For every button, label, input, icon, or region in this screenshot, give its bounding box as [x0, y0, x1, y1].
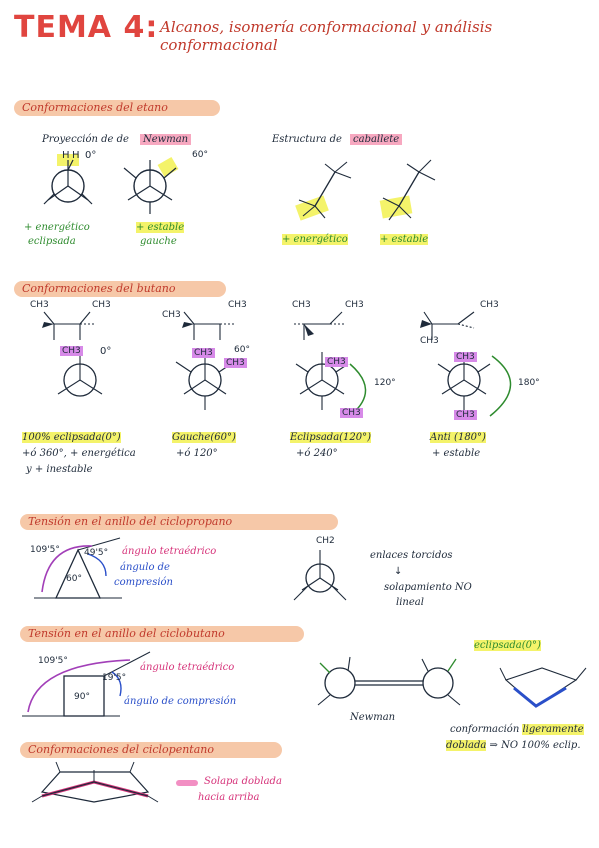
newman-label: Proyección de de [42, 134, 129, 145]
ch3-gauche: CH3 [224, 358, 247, 368]
ch3-anti: CH3 [454, 352, 477, 362]
cpt-solapa-1: Solapa doblada [204, 776, 282, 787]
ch3-gauche: CH3 [192, 348, 215, 358]
caballete-word: caballete [350, 134, 403, 145]
cb-conf-line1: conformación ligeramente [450, 724, 584, 735]
pink-legend-swatch [176, 780, 198, 786]
etano-eclipsed-name: eclipsada [28, 236, 76, 247]
cb-angle-diff: 19'5° [102, 673, 127, 683]
etano-staggered-stable: + estable [136, 222, 185, 233]
caballete-staggered-stable: + estable [380, 234, 429, 245]
cp-angle-big: 109'5° [30, 545, 60, 555]
ch3-eclipsed-120: CH3 [340, 408, 363, 418]
cp-comp-label-1: ángulo de [120, 562, 170, 573]
caballete-structures [295, 159, 436, 221]
butane-angle-180: 180° [518, 378, 540, 388]
butane-label-4-line2: + estable [432, 448, 481, 459]
caballete-label: Estructura de [272, 134, 342, 145]
ch3-label: CH3 [480, 300, 499, 310]
cp-ch2: CH2 [316, 536, 335, 546]
cp-tetra-label: ángulo tetraédrico [122, 546, 217, 557]
cp-angle-diff: 49'5° [84, 548, 109, 558]
cp-comp-label-2: compresión [114, 577, 173, 588]
ch3-label: CH3 [30, 300, 49, 310]
cp-solap-2: lineal [396, 597, 424, 608]
butane-label-3: Eclipsada(120°) [290, 432, 372, 443]
cyclobutane-square [22, 651, 151, 717]
butane-label-2: Gauche(60°) [172, 432, 236, 443]
ch3-label: CH3 [345, 300, 364, 310]
etano-eclipsed-energy: + energético [24, 222, 90, 233]
caballete-eclipsed-energy: + energético [282, 234, 348, 245]
cp-angle-inner: 60° [66, 574, 82, 584]
butane-label-2-line2: +ó 120° [176, 448, 218, 459]
ch3-label: CH3 [292, 300, 311, 310]
cyclobutane-puckered [499, 667, 587, 708]
down-arrow-icon: ↓ [394, 566, 403, 577]
butane-wedge-structures [42, 311, 475, 340]
butane-label-1-line3: y + inestable [26, 464, 93, 475]
ch3-label: CH3 [228, 300, 247, 310]
atom-h: H [72, 150, 80, 161]
butane-angle-120: 120° [374, 378, 396, 388]
cb-angle-inner: 90° [74, 692, 90, 702]
etano-staggered-name: gauche [140, 236, 177, 247]
section-etano: Conformaciones del etano [14, 100, 220, 116]
newman-word: Newman [140, 134, 192, 145]
cb-angle-big: 109'5° [38, 656, 68, 666]
page-title: TEMA 4: [14, 10, 159, 45]
cyclobutane-newman [317, 656, 461, 706]
butane-label-3-line2: +ó 240° [296, 448, 338, 459]
ch3-label: CH3 [420, 336, 439, 346]
newman-ethane-eclipsed [43, 154, 93, 205]
butane-label-1-line2: +ó 360°, + energética [22, 448, 136, 459]
atom-h: H [62, 150, 70, 161]
ch3-eclipsed-120: CH3 [325, 357, 348, 367]
cyclopropane-newman [293, 550, 347, 601]
ch3-label: CH3 [92, 300, 111, 310]
butane-label-1: 100% eclipsada(0°) [22, 432, 121, 443]
butane-newman-projections [57, 352, 512, 417]
cyclopropane-triangle [34, 537, 122, 599]
newman-ethane-staggered [123, 156, 179, 214]
cpt-solapa-2: hacia arriba [198, 792, 260, 803]
butane-angle-60: 60° [234, 345, 250, 355]
cp-solap-1: solapamiento NO [384, 582, 472, 593]
cp-enlaces: enlaces torcidos [370, 550, 453, 561]
angle-0: 0° [85, 150, 97, 161]
cb-conf-line2: doblada ⇒ NO 100% eclip. [446, 740, 581, 751]
section-ciclopropano: Tensión en el anillo del ciclopropano [20, 514, 338, 530]
ch3-eclipsed: CH3 [60, 346, 83, 356]
section-ciclopentano: Conformaciones del ciclopentano [20, 742, 282, 758]
ch3-anti: CH3 [454, 410, 477, 420]
butane-label-4: Anti (180°) [430, 432, 486, 443]
section-ciclobutano: Tensión en el anillo del ciclobutano [20, 626, 304, 642]
section-butano: Conformaciones del butano [14, 281, 226, 297]
ch3-label: CH3 [162, 310, 181, 320]
cb-eclip: eclipsada(0°) [474, 640, 541, 651]
cb-newman: Newman [350, 712, 396, 723]
butane-angle-0: 0° [100, 346, 112, 357]
cb-comp-label: ángulo de compresión [124, 696, 237, 707]
cb-tetra-label: ángulo tetraédrico [140, 662, 235, 673]
cyclopentane-envelope [31, 761, 159, 803]
page-subtitle: Alcanos, isomería conformacional y análi… [160, 18, 493, 54]
angle-60: 60° [192, 150, 208, 160]
